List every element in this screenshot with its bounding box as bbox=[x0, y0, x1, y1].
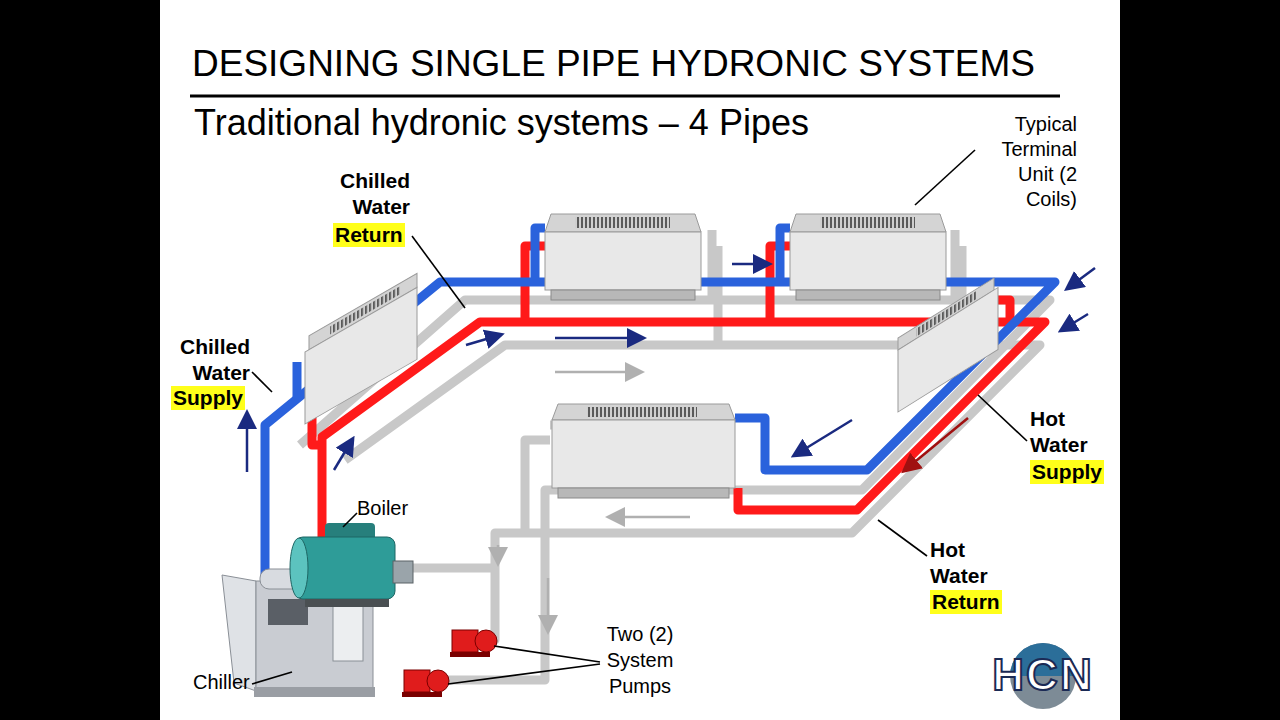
unit-base bbox=[558, 488, 729, 498]
flow-arrow bbox=[905, 418, 968, 470]
hot-water-return-pipe bbox=[345, 345, 1040, 640]
leader-line bbox=[448, 664, 600, 684]
pipe-label: Hot Water bbox=[930, 537, 1010, 589]
logo-text: HCN bbox=[975, 650, 1111, 700]
equipment-label: Chiller bbox=[193, 671, 250, 693]
boiler-burner bbox=[393, 561, 413, 583]
unit-front bbox=[545, 232, 701, 290]
flow-arrows bbox=[498, 372, 690, 630]
leader-line bbox=[252, 372, 272, 392]
pump-motor bbox=[404, 670, 430, 692]
unit-front bbox=[305, 287, 417, 424]
terminal-unit bbox=[545, 214, 701, 300]
unit-top bbox=[545, 214, 701, 232]
chiller-base bbox=[254, 687, 375, 697]
black-side-bar bbox=[1120, 0, 1280, 720]
unit-grille bbox=[575, 217, 670, 228]
boiler-node: Boiler bbox=[285, 495, 420, 615]
pipe-label: Chilled Water bbox=[160, 334, 250, 386]
pump-base bbox=[402, 692, 442, 697]
flow-arrow bbox=[1062, 314, 1088, 330]
highlight-label: Supply bbox=[171, 386, 245, 410]
leader-line bbox=[978, 395, 1027, 441]
callout-label: Two (2) System Pumps bbox=[598, 621, 682, 699]
pipe-label: Hot Water bbox=[1030, 406, 1110, 458]
unit-front bbox=[790, 232, 946, 290]
chiller-compressor bbox=[268, 599, 308, 625]
unit-base bbox=[796, 290, 940, 300]
boiler-base bbox=[305, 599, 389, 607]
pipe-label: Chilled Water bbox=[320, 168, 410, 220]
pump-symbol bbox=[450, 630, 497, 657]
unit-top bbox=[552, 404, 735, 420]
unit-grille bbox=[820, 217, 915, 228]
highlight-label: Return bbox=[333, 223, 405, 247]
flow-arrow bbox=[334, 440, 352, 470]
unit-top bbox=[790, 214, 946, 232]
title-underline bbox=[190, 95, 1060, 98]
flow-arrow bbox=[795, 420, 852, 455]
terminal-unit bbox=[790, 214, 946, 300]
unit-front bbox=[898, 288, 998, 412]
unit-front bbox=[552, 420, 735, 488]
black-side-bar bbox=[0, 0, 160, 720]
pump-volute bbox=[475, 630, 497, 652]
callout-label: Typical Terminal Unit (2 Coils) bbox=[970, 112, 1077, 212]
chiller-panel bbox=[333, 601, 363, 661]
terminal-unit bbox=[552, 404, 735, 498]
pump-volute bbox=[427, 670, 449, 692]
flow-arrow bbox=[1068, 268, 1095, 288]
flow-arrow bbox=[610, 516, 690, 519]
return-branch-pipes bbox=[525, 230, 962, 533]
boiler-end bbox=[290, 538, 308, 598]
leader-line bbox=[412, 236, 465, 308]
pump-base bbox=[450, 652, 490, 657]
highlight-label: Return bbox=[930, 590, 1002, 614]
highlight-label: Supply bbox=[1030, 460, 1104, 484]
flow-arrow bbox=[555, 337, 642, 340]
terminal-unit bbox=[305, 273, 417, 424]
unit-grille bbox=[587, 407, 697, 417]
leader-lines bbox=[252, 150, 1027, 684]
unit-base bbox=[551, 290, 695, 300]
pump-motor bbox=[452, 630, 478, 652]
pump-symbol bbox=[402, 670, 449, 697]
page-title: DESIGNING SINGLE PIPE HYDRONIC SYSTEMS bbox=[192, 44, 1035, 84]
flow-arrow bbox=[497, 545, 500, 562]
terminal-unit bbox=[898, 276, 998, 412]
pipes bbox=[265, 228, 1055, 680]
chiller-shell bbox=[260, 569, 370, 589]
leader-line bbox=[915, 150, 975, 205]
chiller-body bbox=[256, 581, 373, 691]
equipment-label: Boiler bbox=[357, 497, 408, 519]
flow-arrow bbox=[732, 263, 768, 266]
subtitle: Traditional hydronic systems – 4 Pipes bbox=[194, 101, 809, 145]
leader-line bbox=[494, 646, 600, 662]
boiler-shell bbox=[295, 537, 395, 599]
flow-arrow bbox=[555, 371, 640, 374]
leader-line bbox=[878, 520, 927, 556]
flow-arrows bbox=[247, 264, 1095, 472]
flow-arrow bbox=[246, 414, 249, 472]
flow-arrow bbox=[547, 578, 550, 630]
flow-arrow bbox=[466, 335, 500, 345]
